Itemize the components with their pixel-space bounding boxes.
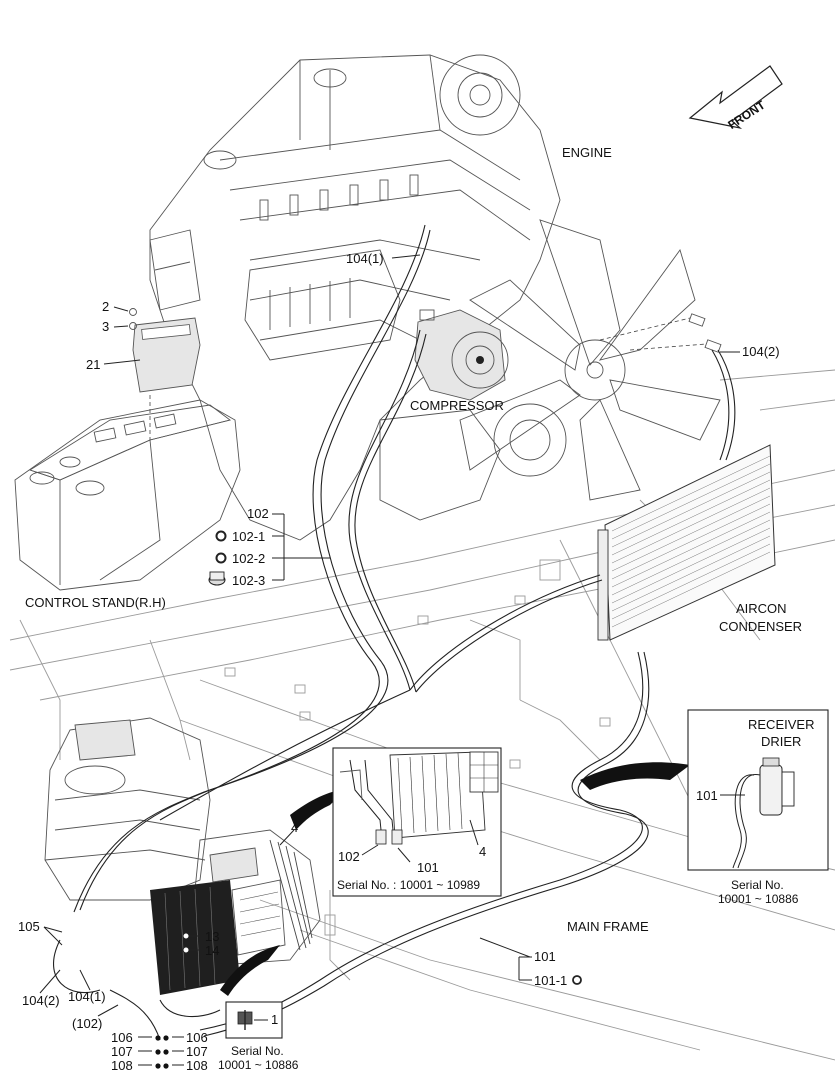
engine-drawing <box>149 54 722 541</box>
part-104-1-top: 104(1) <box>346 251 384 266</box>
inset-bolt <box>225 1001 283 1039</box>
part-102-paren: (102) <box>72 1016 102 1031</box>
inset-evap-part-4: 4 <box>479 844 486 859</box>
inset-bolt-serial-1: Serial No. <box>231 1044 284 1058</box>
control-stand-drawing <box>14 308 241 591</box>
drier-label: DRIER <box>761 734 801 749</box>
part-102: 102 <box>247 506 269 521</box>
inset-receiver-part-101: 101 <box>696 788 718 803</box>
control-stand-label: CONTROL STAND(R.H) <box>25 595 166 610</box>
inset-evap-part-102: 102 <box>338 849 360 864</box>
part-102-1: 102-1 <box>232 529 265 544</box>
compressor-label: COMPRESSOR <box>410 398 504 413</box>
front-direction-arrow <box>688 65 783 130</box>
part-106-right: 106 <box>186 1030 208 1045</box>
main-frame-label: MAIN FRAME <box>567 919 649 934</box>
inset-receiver-drier <box>687 709 829 871</box>
part-102-3: 102-3 <box>232 573 265 588</box>
text-labels: ENGINE FRONT COMPRESSOR CONTROL STAND(R.… <box>18 97 814 1073</box>
engine-label: ENGINE <box>562 145 612 160</box>
inset-receiver-serial-2: 10001 ~ 10886 <box>718 892 799 906</box>
part-108-left: 108 <box>111 1058 133 1073</box>
inset-evap-part-101: 101 <box>417 860 439 875</box>
leader-lines <box>39 254 740 1066</box>
part-107-left: 107 <box>111 1044 133 1059</box>
evaporator-unit-drawing <box>44 717 321 995</box>
inset-evap-serial: Serial No. : 10001 ~ 10989 <box>337 878 480 892</box>
inset-bolt-serial-2: 10001 ~ 10886 <box>218 1058 299 1072</box>
part-107-right: 107 <box>186 1044 208 1059</box>
part-4-main: 4 <box>291 820 298 835</box>
part-106-left: 106 <box>111 1030 133 1045</box>
small-parts <box>155 530 582 1069</box>
part-102-2: 102-2 <box>232 551 265 566</box>
part-104-1-bottom: 104(1) <box>68 989 106 1004</box>
part-104-2-top: 104(2) <box>742 344 780 359</box>
receiver-label: RECEIVER <box>748 717 814 732</box>
inset-receiver-serial-1: Serial No. <box>731 878 784 892</box>
part-105: 105 <box>18 919 40 934</box>
part-101-1: 101-1 <box>534 973 567 988</box>
part-104-2-bottom: 104(2) <box>22 993 60 1008</box>
inset-evaporator-detail <box>332 747 502 897</box>
part-2: 2 <box>102 299 109 314</box>
part-13: 13 <box>205 929 219 944</box>
part-101-main: 101 <box>534 949 556 964</box>
part-3: 3 <box>102 319 109 334</box>
part-21: 21 <box>86 357 100 372</box>
fan-drawing <box>459 219 721 501</box>
inset-bolt-part-1: 1 <box>271 1012 278 1027</box>
part-108-right: 108 <box>186 1058 208 1073</box>
part-14: 14 <box>205 943 219 958</box>
compressor-drawing <box>414 309 509 401</box>
aircon-label: AIRCON <box>736 601 787 616</box>
detail-pointer-arrows <box>220 762 690 996</box>
ac-hoses <box>53 224 736 1041</box>
condenser-label: CONDENSER <box>719 619 802 634</box>
condenser-drawing <box>597 444 776 641</box>
